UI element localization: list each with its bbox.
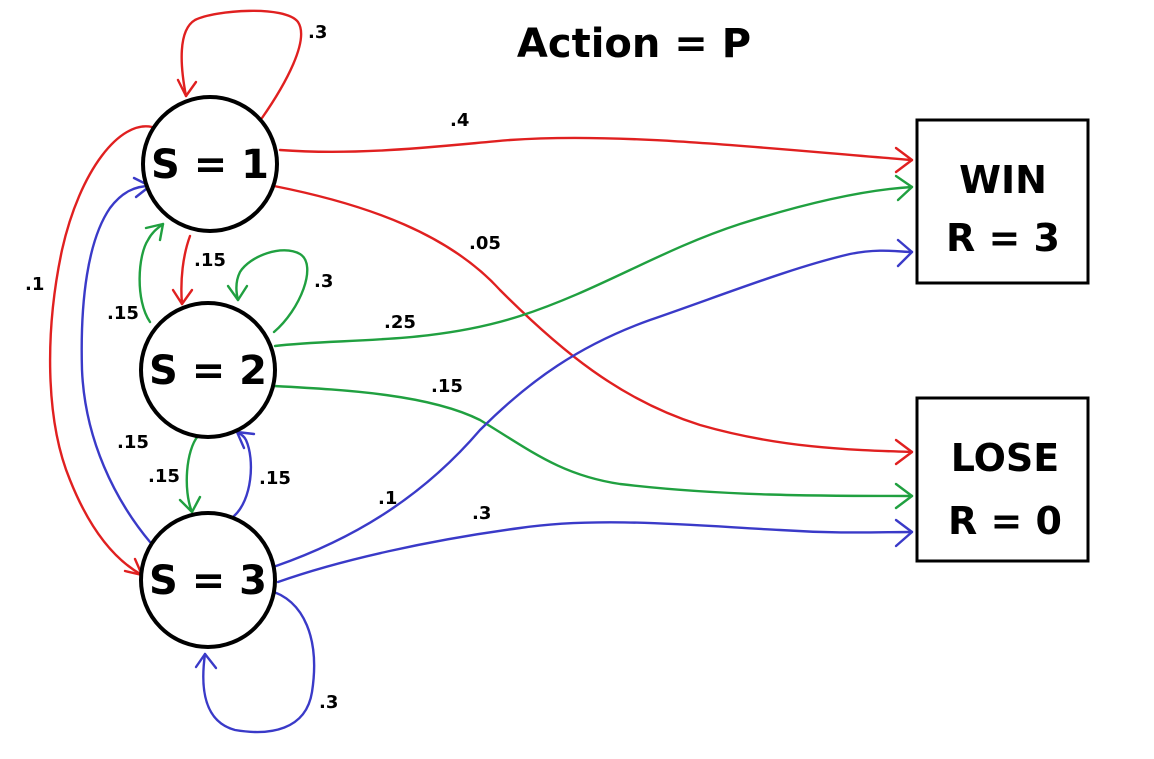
prob-label: .3 — [472, 503, 491, 524]
prob-label: .15 — [259, 468, 291, 489]
edge-s2-to-lose — [272, 384, 914, 498]
edge-s1-to-s2 — [180, 234, 192, 306]
arrowhead-s1-self-loop — [176, 78, 198, 98]
edge-s3-to-lose — [276, 521, 914, 584]
arrowhead-s2-to-win — [894, 174, 914, 202]
edge-s3-to-s2 — [232, 430, 253, 518]
edge-s3-self-loop — [202, 588, 316, 734]
arrowhead-s1-to-win — [894, 146, 914, 174]
edges-from-s2 — [138, 174, 914, 514]
state-circle — [141, 95, 279, 233]
prob-label: .15 — [148, 466, 180, 487]
arrowhead-s2-to-s3 — [178, 495, 202, 514]
arrowhead-s1-to-lose — [894, 438, 914, 466]
prob-label: .3 — [319, 692, 338, 713]
state-node-s3: S = 3 — [139, 511, 277, 649]
edge-s2-to-win — [273, 185, 914, 348]
arrowhead-s3-self-loop — [194, 652, 218, 670]
prob-label: .3 — [308, 22, 327, 43]
prob-label: .1 — [378, 488, 397, 509]
edge-s3-to-win — [274, 249, 914, 568]
arrowhead-s3-to-win — [896, 238, 914, 268]
edge-s2-self-loop — [235, 249, 309, 334]
edge-s1-self-loop — [180, 9, 303, 120]
terminal-name: WIN — [959, 158, 1047, 202]
prob-label: .15 — [431, 376, 463, 397]
terminal-win: WIN R = 3 — [915, 118, 1090, 285]
terminal-box — [915, 396, 1090, 563]
edge-s2-to-s3 — [185, 434, 200, 514]
prob-label: .15 — [117, 432, 149, 453]
prob-label: .1 — [25, 274, 44, 295]
terminal-reward: R = 3 — [946, 216, 1060, 260]
diagram-title: Action = P — [517, 21, 751, 67]
state-circle — [139, 301, 277, 439]
arrowhead-s2-self-loop — [226, 284, 249, 302]
arrowhead-s3-to-lose — [894, 518, 914, 548]
prob-label: .3 — [314, 271, 333, 292]
prob-label: .15 — [194, 250, 226, 271]
state-label: S = 2 — [149, 348, 267, 394]
edge-s1-to-s3 — [48, 125, 154, 577]
terminal-lose: LOSE R = 0 — [915, 396, 1090, 563]
prob-label: .15 — [107, 303, 139, 324]
probability-labels: .3 .4 .05 .15 .1 .15 .3 .25 .15 .15 .15 … — [25, 22, 501, 713]
terminal-name: LOSE — [951, 436, 1060, 480]
edge-s1-to-win — [278, 136, 914, 162]
arrowhead-s1-to-s2 — [171, 288, 194, 306]
terminal-reward: R = 0 — [948, 499, 1062, 543]
state-node-s1: S = 1 — [141, 95, 279, 233]
state-node-s2: S = 2 — [139, 301, 277, 439]
arrowhead-s2-to-s1 — [144, 222, 165, 242]
state-label: S = 3 — [149, 558, 267, 604]
state-label: S = 1 — [151, 142, 269, 188]
prob-label: .25 — [384, 312, 416, 333]
edge-s2-to-s1 — [138, 222, 165, 324]
arrowhead-s2-to-lose — [894, 482, 914, 510]
terminal-box — [915, 118, 1090, 285]
edge-s1-to-lose — [272, 184, 914, 454]
edge-s3-to-s1 — [80, 184, 152, 544]
edges-from-s1 — [48, 9, 914, 577]
prob-label: .05 — [469, 233, 501, 254]
prob-label: .4 — [450, 110, 469, 131]
state-circle — [139, 511, 277, 649]
